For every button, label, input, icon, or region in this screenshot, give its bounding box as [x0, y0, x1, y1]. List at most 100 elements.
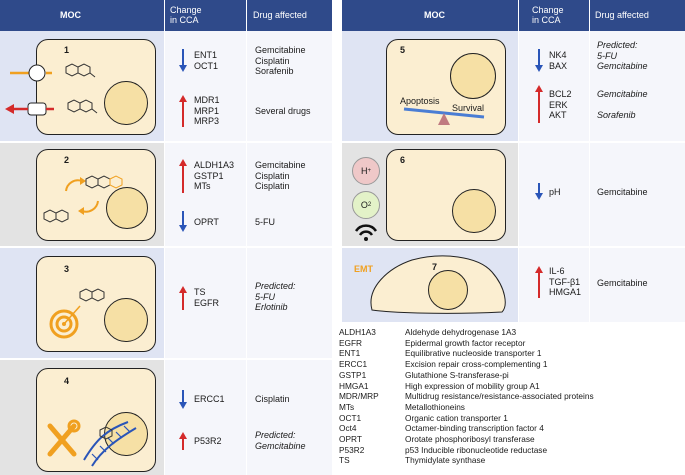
moc-number-1: 1	[64, 45, 70, 55]
proton-label: H	[360, 166, 368, 176]
proton-sup: +	[367, 168, 371, 174]
up-arrow-icon	[179, 95, 187, 127]
cell-2	[36, 149, 156, 241]
drugs-1b: Several drugs	[255, 106, 311, 116]
abbreviation-value: Glutathione S-transferase-pi	[405, 369, 509, 380]
abbreviation-value: Aldehyde dehydrogenase 1A3	[405, 327, 517, 337]
down-arrow-icon	[179, 390, 187, 409]
moc-row-5: 5 Apoptosis Survival NK4 BAX Predicted: …	[342, 31, 685, 141]
balance-icon	[403, 107, 485, 125]
header-change: Change in CCA	[170, 5, 202, 25]
apoptosis-label: Apoptosis	[400, 96, 440, 106]
abbreviation-value: Excision repair cross-complementing 1	[405, 359, 548, 370]
abbreviation-value: Epidermal growth factor receptor	[405, 337, 526, 348]
drugs-5b: Gemcitabine Sorafenib	[597, 89, 648, 120]
header-moc: MOC	[60, 9, 81, 20]
abbreviation-value: Orotate phosphoribosyl transferase	[405, 434, 535, 444]
moc-row-3: 3 TS EGFR Predicted: 5-FU Erlotinib	[0, 248, 332, 358]
right-header: MOC Change in CCA Drug affected	[342, 0, 685, 31]
left-header: MOC Change in CCA Drug affected	[0, 0, 332, 31]
drug-molecule-icon	[67, 99, 98, 114]
nucleus-7	[428, 270, 468, 310]
moc-number-7: 7	[432, 262, 438, 272]
abbreviation-value: Organic cation transporter 1	[405, 412, 508, 423]
abbreviation-value: Octamer-binding transcription factor 4	[405, 423, 544, 434]
abbreviation-key: EGFR	[339, 337, 363, 348]
nucleus-2	[106, 187, 148, 229]
signal-icon	[354, 224, 378, 241]
nucleus-3	[104, 298, 148, 342]
abbreviation-value: Metallothioneins	[405, 401, 465, 412]
down-arrow-icon	[179, 211, 187, 232]
proton-badge: H+	[352, 157, 380, 185]
drug-metabolism-icon	[43, 175, 123, 223]
abbreviation-key: OCT1	[339, 412, 362, 423]
moc-row-4: 4 ERCC1 Cisplatin P53R2 Predicted: Gemci…	[0, 360, 332, 475]
moc-number-4: 4	[64, 376, 70, 386]
down-arrow-icon	[535, 49, 543, 72]
abbreviation-key: P53R2	[339, 444, 365, 455]
down-arrow-icon	[179, 49, 187, 72]
drugs-6a: Gemcitabine	[597, 187, 648, 197]
moc-number-2: 2	[64, 155, 70, 165]
target-icon	[49, 288, 105, 339]
genes-7a: IL-6 TGF-β1 HMGA1	[549, 266, 582, 297]
drugs-2a: Gemcitabine Cisplatin Cisplatin	[255, 160, 306, 191]
moc-number-6: 6	[400, 155, 406, 165]
emt-label: EMT	[354, 264, 373, 274]
emt-cell-shape	[370, 255, 506, 314]
oxygen-sub: 2	[367, 202, 372, 208]
up-arrow-icon	[179, 159, 187, 193]
abbreviation-key: ENT1	[339, 348, 361, 359]
abbreviation-key: MDR/MRP	[339, 391, 379, 402]
abbreviation-key: ALDH1A3	[339, 327, 376, 337]
drugs-3a: Predicted: 5-FU Erlotinib	[255, 281, 296, 312]
moc-row-2: 2 ALDH1A3 GSTP1 MTs Gemcitabine Cisplati…	[0, 143, 332, 246]
drugs-4a: Cisplatin	[255, 394, 290, 404]
drugs-2b: 5-FU	[255, 217, 275, 227]
abbreviation-key: MTs	[339, 401, 355, 412]
header-moc: MOC	[424, 9, 445, 20]
genes-5a: NK4 BAX	[549, 50, 568, 71]
abbreviation-key: HMGA1	[339, 380, 369, 391]
header-drug: Drug affected	[253, 9, 307, 20]
up-arrow-icon	[535, 266, 543, 298]
genes-2a: ALDH1A3 GSTP1 MTs	[194, 160, 235, 191]
abbreviation-value: Equilibrative nucleoside transporter 1	[405, 348, 542, 359]
transporter-icon	[5, 64, 54, 116]
drug-molecule-icon	[65, 63, 96, 78]
moc-number-5: 5	[400, 45, 406, 55]
header-change: Change in CCA	[532, 5, 564, 25]
down-arrow-icon	[535, 183, 543, 200]
genes-6a: pH	[549, 187, 561, 197]
genes-5b: BCL2 ERK AKT	[549, 89, 572, 120]
abbreviation-value: Multidrug resistance/resistance-associat…	[405, 391, 594, 402]
dna-icon	[83, 421, 137, 467]
repair-tools-icon	[47, 419, 81, 457]
genes-3a: TS EGFR	[194, 287, 220, 308]
abbreviation-key: GSTP1	[339, 369, 367, 380]
oxygen-label: O	[360, 200, 368, 210]
up-arrow-icon	[179, 286, 187, 310]
drugs-1a: Gemcitabine Cisplatin Sorafenib	[255, 45, 306, 76]
abbreviation-key: Oct4	[339, 423, 357, 434]
abbreviation-value: p53 Inducible ribonucleotide reductase	[405, 444, 548, 455]
up-arrow-icon	[535, 85, 543, 123]
drugs-7a: Gemcitabine	[597, 278, 648, 288]
abbreviation-key: ERCC1	[339, 359, 368, 370]
moc-row-7: 7 EMT IL-6 TGF-β1 HMGA1 Gemcitabine	[342, 248, 685, 322]
nucleus-5	[450, 53, 496, 99]
moc-number-3: 3	[64, 264, 70, 274]
nucleus-1	[104, 81, 148, 125]
drugs-5a: Predicted: 5-FU Gemcitabine	[597, 40, 648, 71]
abbreviation-value: High expression of mobility group A1	[405, 380, 540, 391]
up-arrow-icon	[179, 432, 187, 450]
nucleus-6	[452, 189, 496, 233]
moc-row-1: 1 ENT1 OCT1 Gemcitabine Cisplatin Sorafe…	[0, 31, 332, 141]
survival-label: Survival	[452, 103, 485, 113]
genes-1a: ENT1 OCT1	[194, 50, 219, 71]
genes-2b: OPRT	[194, 217, 219, 227]
abbreviation-value: Thymidylate synthase	[405, 455, 486, 466]
